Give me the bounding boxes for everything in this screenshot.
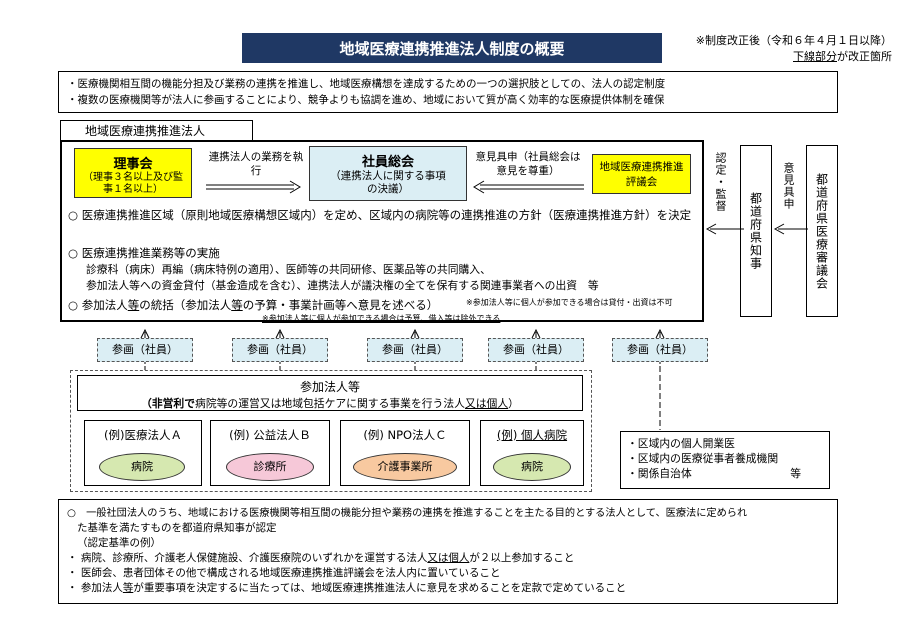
council-box: 地域医療連携推進評議会	[592, 154, 691, 194]
corporation-tab: 地域医療連携推進法人	[60, 120, 253, 140]
corporation-box	[60, 140, 704, 322]
intro-line-1: ・医療機関相互間の機能分担及び業務の連携を推進し、地域医療構想を達成するための一…	[67, 78, 666, 90]
opinion-arrow-icon	[773, 223, 808, 235]
intro-line-2: ・複数の医療機関等が法人に参画することにより、競争よりも協調を進め、地域において…	[67, 94, 665, 106]
item-2-line-1: 診療科（病床）再編（病床特例の適用）、医師等の共同研修、医薬品等の共同購入、	[86, 263, 491, 276]
criteria-line-4-u: 又は個人	[427, 552, 470, 564]
example-individual-name: (例) 個人病院	[496, 428, 568, 442]
participation-label-5: 参画（社員）	[612, 338, 708, 362]
example-individual-facility: 病院	[493, 453, 571, 481]
assembly-sub: （連携法人に関する事項の決議）	[330, 170, 446, 195]
participating-sub: （非営利で病院等の運営又は地域包括ケアに関する事業を行う法人又は個人）	[78, 395, 582, 411]
revision-note-rest: が改正箇所	[837, 50, 892, 63]
revision-note-underline: 下線部分が改正箇所	[622, 48, 892, 64]
other-line-3-suffix: 等	[790, 467, 801, 480]
participating-sub-end: ）	[508, 397, 519, 410]
item-2-title: ○ 医療連携推進業務等の実施	[68, 246, 220, 260]
participation-label-2: 参画（社員）	[232, 338, 328, 362]
item-3-note-2: ※参加法人等に個人が参加できる場合は予算、借入等は除外できる	[262, 314, 501, 323]
participating-sub-underlined: 又は個人	[464, 397, 509, 410]
item-3-underlined: 等	[127, 298, 140, 312]
criteria-line-4-b: が２以上参加すること	[469, 552, 575, 564]
example-individual: (例) 個人病院 病院	[480, 420, 584, 486]
page-title: 地域医療連携推進法人制度の概要	[242, 33, 662, 63]
example-corp-b-name: (例) 公益法人Ｂ	[229, 428, 311, 442]
criteria-line-4: ・ 病院、診療所、介護老人保健施設、介護医療院のいずれかを運営する法人又は個人が…	[67, 551, 829, 566]
criteria-line-6-b: が重要事項を決定するに当たっては、地域医療連携推進法人に意見を求めることを定款で…	[133, 582, 627, 594]
criteria-line-5: ・ 医師会、患者団体その他で構成される地域医療連携推進評議会を法人内に置いている…	[67, 567, 501, 579]
criteria-line-3: （認定基準の例）	[77, 537, 161, 549]
criteria-line-6-u: 等	[122, 582, 134, 594]
board-sub: （理事３名以上及び監事１名以上）	[83, 172, 183, 195]
criteria-line-2: た基準を満たすものを都道府県知事が認定	[77, 522, 277, 534]
board-box: 理事会 （理事３名以上及び監事１名以上）	[74, 148, 192, 198]
arrow-left-icon	[473, 180, 584, 194]
item-3-prefix: ○ 参加法人	[68, 298, 128, 312]
example-corp-b: (例) 公益法人Ｂ 診療所	[210, 420, 330, 486]
participating-group	[70, 370, 592, 492]
participating-header: 参加法人等 （非営利で病院等の運営又は地域包括ケアに関する事業を行う法人又は個人…	[77, 375, 583, 411]
example-corp-a-facility: 病院	[99, 453, 185, 481]
item-3-end: の予算・事業計画等へ意見を述べる）	[242, 298, 439, 312]
other-line-2: ・区域内の医療従事者養成機関	[627, 452, 779, 465]
other-participants: ・区域内の個人開業医 ・区域内の医療従事者養成機関 ・関係自治体 等	[620, 431, 830, 489]
item-3-rest: の統括（参加法人	[139, 298, 232, 312]
participation-label-4: 参画（社員）	[488, 338, 584, 362]
other-line-1: ・区域内の個人開業医	[627, 437, 735, 450]
medical-council-box: 都道府県医療審議会	[806, 145, 838, 317]
arrow-right-icon	[206, 180, 301, 194]
item-1: ○ 医療連携推進区域（原則地域医療構想区域内）を定め、区域内の病院等の連携推進の…	[68, 208, 692, 222]
participating-sub-rest: 病院等の運営又は地域包括ケアに関する事業を行う法人	[195, 397, 465, 410]
certification-supervision-label: 認定・監督	[714, 152, 727, 212]
participation-label-1: 参画（社員）	[97, 338, 193, 362]
board-title: 理事会	[113, 157, 153, 172]
example-corp-a: (例)医療法人Ａ 病院	[84, 420, 202, 486]
item-3-underlined-2: 等	[231, 298, 243, 312]
participation-label-3: 参画（社員）	[367, 338, 463, 362]
example-corp-b-facility: 診療所	[226, 453, 314, 481]
example-corp-c-facility: 介護事業所	[353, 453, 457, 481]
council-arrow-label: 意見具申（社員総会は意見を尊重）	[475, 151, 581, 177]
item-3: ○ 参加法人等の統括（参加法人等の予算・事業計画等へ意見を述べる）	[68, 297, 468, 313]
governor-box: 都道府県知事	[740, 145, 772, 317]
example-corp-a-name: (例)医療法人Ａ	[104, 428, 182, 442]
item-2-line-2: 参加法人等への資金貸付（基金造成を含む）、連携法人が議決権の全てを保有する関連事…	[86, 279, 599, 292]
criteria-line-1: ○ 一般社団法人のうち、地域における医療機関等相互間の機能分担や業務の連携を推進…	[67, 508, 748, 519]
criteria-line-4-a: ・ 病院、診療所、介護老人保健施設、介護医療院のいずれかを運営する法人	[67, 552, 428, 564]
item-3-note: ※参加法人等に個人が参加できる場合は貸付・出資は不可	[466, 298, 673, 307]
opinion-label: 意見具申	[782, 162, 795, 210]
intro-box: ・医療機関相互間の機能分担及び業務の連携を推進し、地域医療構想を達成するための一…	[58, 71, 838, 113]
revision-note: ※制度改正後（令和６年４月１日以降）	[695, 34, 892, 47]
participating-title: 参加法人等	[299, 380, 360, 394]
assembly-box: 社員総会 （連携法人に関する事項の決議）	[309, 146, 467, 201]
board-arrow-label: 連携法人の業務を執行	[208, 151, 304, 177]
example-corp-c: (例) NPO法人Ｃ 介護事業所	[340, 420, 470, 486]
oversight-arrow-icon	[705, 223, 744, 235]
participating-sub-bold: （非営利で	[141, 397, 196, 410]
example-corp-c-name: (例) NPO法人Ｃ	[363, 428, 447, 442]
assembly-title: 社員総会	[361, 155, 414, 170]
criteria-line-6-a: ・ 参加法人	[67, 582, 123, 594]
criteria-line-6: ・ 参加法人等が重要事項を決定するに当たっては、地域医療連携推進法人に意見を求め…	[67, 581, 829, 596]
other-line-3: ・関係自治体 等	[627, 466, 823, 481]
other-line-3-text: ・関係自治体	[627, 467, 692, 480]
underlined-part-text: 下線部分	[793, 50, 837, 63]
criteria-box: ○ 一般社団法人のうち、地域における医療機関等相互間の機能分担や業務の連携を推進…	[58, 499, 838, 604]
